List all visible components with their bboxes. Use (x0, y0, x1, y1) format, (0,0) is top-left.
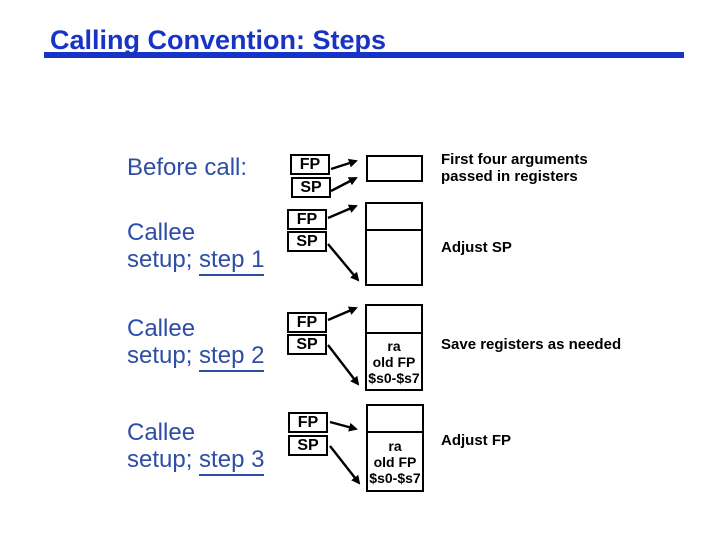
note-line2: passed in registers (441, 168, 578, 185)
label-line1: Callee (127, 219, 196, 246)
sp-arrow-step2 (327, 344, 360, 386)
sp-arrow-step1 (327, 243, 360, 282)
note-step3: Adjust FP (441, 432, 511, 449)
note-line1: Adjust FP (441, 432, 511, 449)
fp-register-box-step3: FP (288, 412, 328, 433)
note-line1: Adjust SP (441, 239, 512, 256)
stack-cell-old-fp: old FP (373, 453, 417, 470)
stack-cell-saved-regs: $s0-$s7 (369, 469, 421, 486)
stack-cell-saved-regs: $s0-$s7 (368, 369, 420, 386)
label-line1: Callee (127, 315, 196, 342)
fp-arrow-step1 (327, 204, 358, 220)
sp-arrow-step3 (329, 445, 361, 485)
label-line2-underlined: step 2 (199, 342, 265, 372)
fp-arrow-step3 (329, 420, 358, 432)
label-line2-plain: setup; (127, 446, 200, 473)
fp-register-box-step2: FP (287, 312, 327, 333)
stack-divider (367, 229, 421, 231)
note-line1: Save registers as needed (441, 336, 622, 353)
row-label-before-call: Before call: (127, 154, 247, 181)
label-line2-underlined: step 1 (199, 246, 265, 276)
note-step1: Adjust SP (441, 239, 512, 256)
note-line1: First four arguments (441, 151, 588, 168)
row-label-step1: Callee setup; step 1 (127, 219, 265, 276)
row-label-step2: Callee setup; step 2 (127, 315, 265, 372)
label-line2-plain: setup; (127, 246, 200, 273)
stack-cell-ra: ra (388, 437, 402, 454)
fp-register-box-before-call: FP (290, 154, 330, 175)
stack-cell-texts: ra old FP $s0-$s7 (368, 433, 422, 490)
sp-register-box-before-call: SP (291, 177, 331, 198)
stack-divider (367, 332, 421, 334)
stack-divider (368, 431, 422, 433)
slide-title: Calling Convention: Steps (50, 25, 387, 55)
sp-register-box-step3: SP (288, 435, 328, 456)
stack-box-step1 (365, 202, 423, 286)
note-step2: Save registers as needed (441, 336, 621, 353)
note-before-call: First four arguments passed in registers (441, 151, 588, 185)
label-line2-plain: setup; (127, 342, 200, 369)
fp-register-box-step1: FP (287, 209, 327, 230)
fp-arrow-before-call (330, 158, 358, 171)
label-line2-underlined: step 3 (199, 446, 265, 476)
row-label-step3: Callee setup; step 3 (127, 419, 265, 476)
stack-cell-texts: ra old FP $s0-$s7 (367, 334, 421, 389)
stack-box-step2: ra old FP $s0-$s7 (365, 304, 423, 391)
title-underline-rule (44, 52, 684, 58)
sp-register-box-step1: SP (287, 231, 327, 252)
sp-register-box-step2: SP (287, 334, 327, 355)
stack-cell-old-fp: old FP (372, 353, 416, 370)
stack-box-step3: ra old FP $s0-$s7 (366, 404, 424, 492)
label-line1: Callee (127, 419, 196, 446)
stack-box-before-call (366, 155, 423, 182)
sp-arrow-before-call (330, 176, 358, 193)
fp-arrow-step2 (327, 306, 358, 322)
label-line1: Before call: (127, 154, 248, 181)
stack-cell-ra: ra (387, 337, 401, 354)
